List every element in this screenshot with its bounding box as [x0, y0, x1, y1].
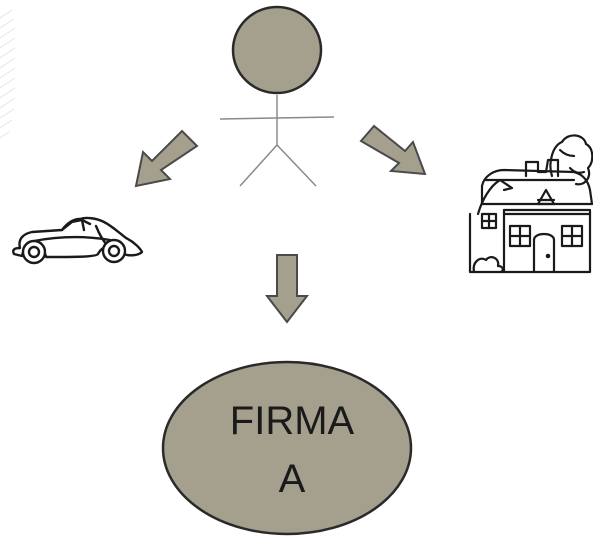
car-icon — [12, 216, 144, 265]
person-left-leg — [239, 144, 278, 187]
firma-label-line2: A — [278, 457, 306, 501]
firma-label-line1: FIRMA — [229, 399, 355, 443]
edge-hatching-decoration — [0, 9, 16, 139]
stick-figure-person — [219, 5, 335, 187]
arrow-to-car — [134, 129, 199, 188]
arrow-to-firma — [264, 254, 310, 324]
house-icon — [468, 134, 593, 274]
person-head — [231, 5, 323, 95]
firma-node — [161, 360, 413, 536]
arrow-to-house — [359, 124, 427, 176]
person-right-leg — [276, 144, 317, 187]
person-arms — [219, 116, 335, 120]
firma-label: FIRMA A — [174, 392, 410, 508]
